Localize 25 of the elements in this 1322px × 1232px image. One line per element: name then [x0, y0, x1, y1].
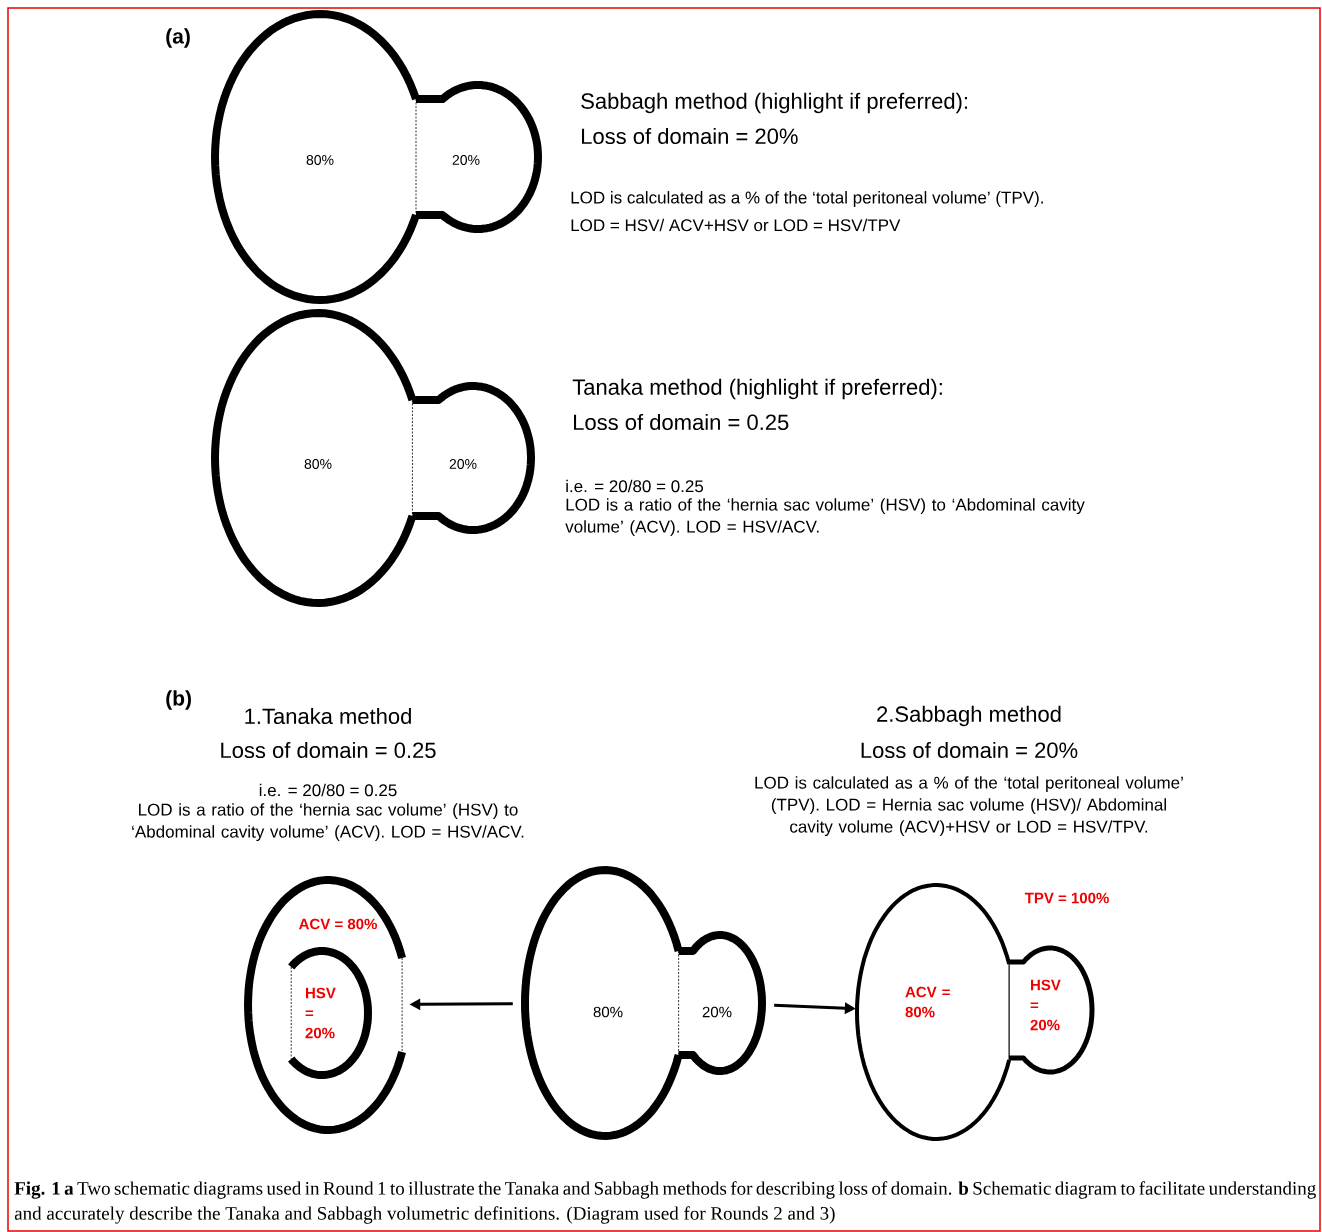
circle-outline: HSV = 20%	[1009, 945, 1095, 1075]
circle-outline: 20%	[678, 931, 766, 1075]
result-text: Loss of domain = 20%	[582, 127, 798, 145]
formula-text: LOD = HSV/ ACV+HSV or LOD = HSV/TPV	[571, 218, 901, 232]
result-text: Loss of domain = 20%	[861, 741, 1078, 759]
method-heading: 1.Tanaka method	[245, 707, 411, 725]
formula-text: i.e. = 20/80 = 0.25	[566, 479, 704, 493]
ellipse-outline: 80%	[211, 10, 420, 304]
ellipse-outline: ACV = 80%	[855, 883, 1012, 1141]
description-text: LOD is a ratio of the ‘hernia sac volume’ (HSV) to ‘Abdominal cavity volume’ (ACV). LOD = HSV/ACV.	[565, 498, 1085, 537]
panel-label: (a)	[166, 28, 190, 48]
ellipse-outline: 80%	[211, 309, 417, 607]
result-text: Loss of domain = 0.25	[221, 741, 436, 759]
result-text: Loss of domain = 0.25	[574, 413, 789, 431]
description-text: LOD is calculated as a % of the ‘total peritoneal volume’ (TPV).	[571, 191, 1043, 207]
caption: Fig. 1 a Two schematic diagrams used in Round 1 to illustrate the Tanaka and Sabbagh methods for describing loss of domain. b Schematic diagram to facilitate understanding and accurately describe the Tanaka and Sabbagh volumetric definitions. (Diagram used for Rounds 2 and 3)	[14, 1181, 1316, 1224]
description-text: LOD is calculated as a % of the ‘total peritoneal volume’ (TPV). LOD = Hernia sac volume (HSV)/ Abdominal cavity volume (ACV)+HSV or LOD = HSV/TPV.	[755, 776, 1183, 837]
formula-text: i.e. = 20/80 = 0.25	[259, 783, 397, 797]
ellipse-outline: 80%	[521, 866, 683, 1140]
volume-label: TPV = 100%	[1024, 892, 1109, 904]
method-heading: 2.Sabbagh method	[877, 705, 1061, 727]
circle-outline: HSV = 20%	[288, 947, 372, 1079]
circle-outline: 20%	[412, 382, 535, 534]
circle-outline: 20%	[416, 81, 542, 233]
panel-label: (b)	[166, 690, 191, 710]
